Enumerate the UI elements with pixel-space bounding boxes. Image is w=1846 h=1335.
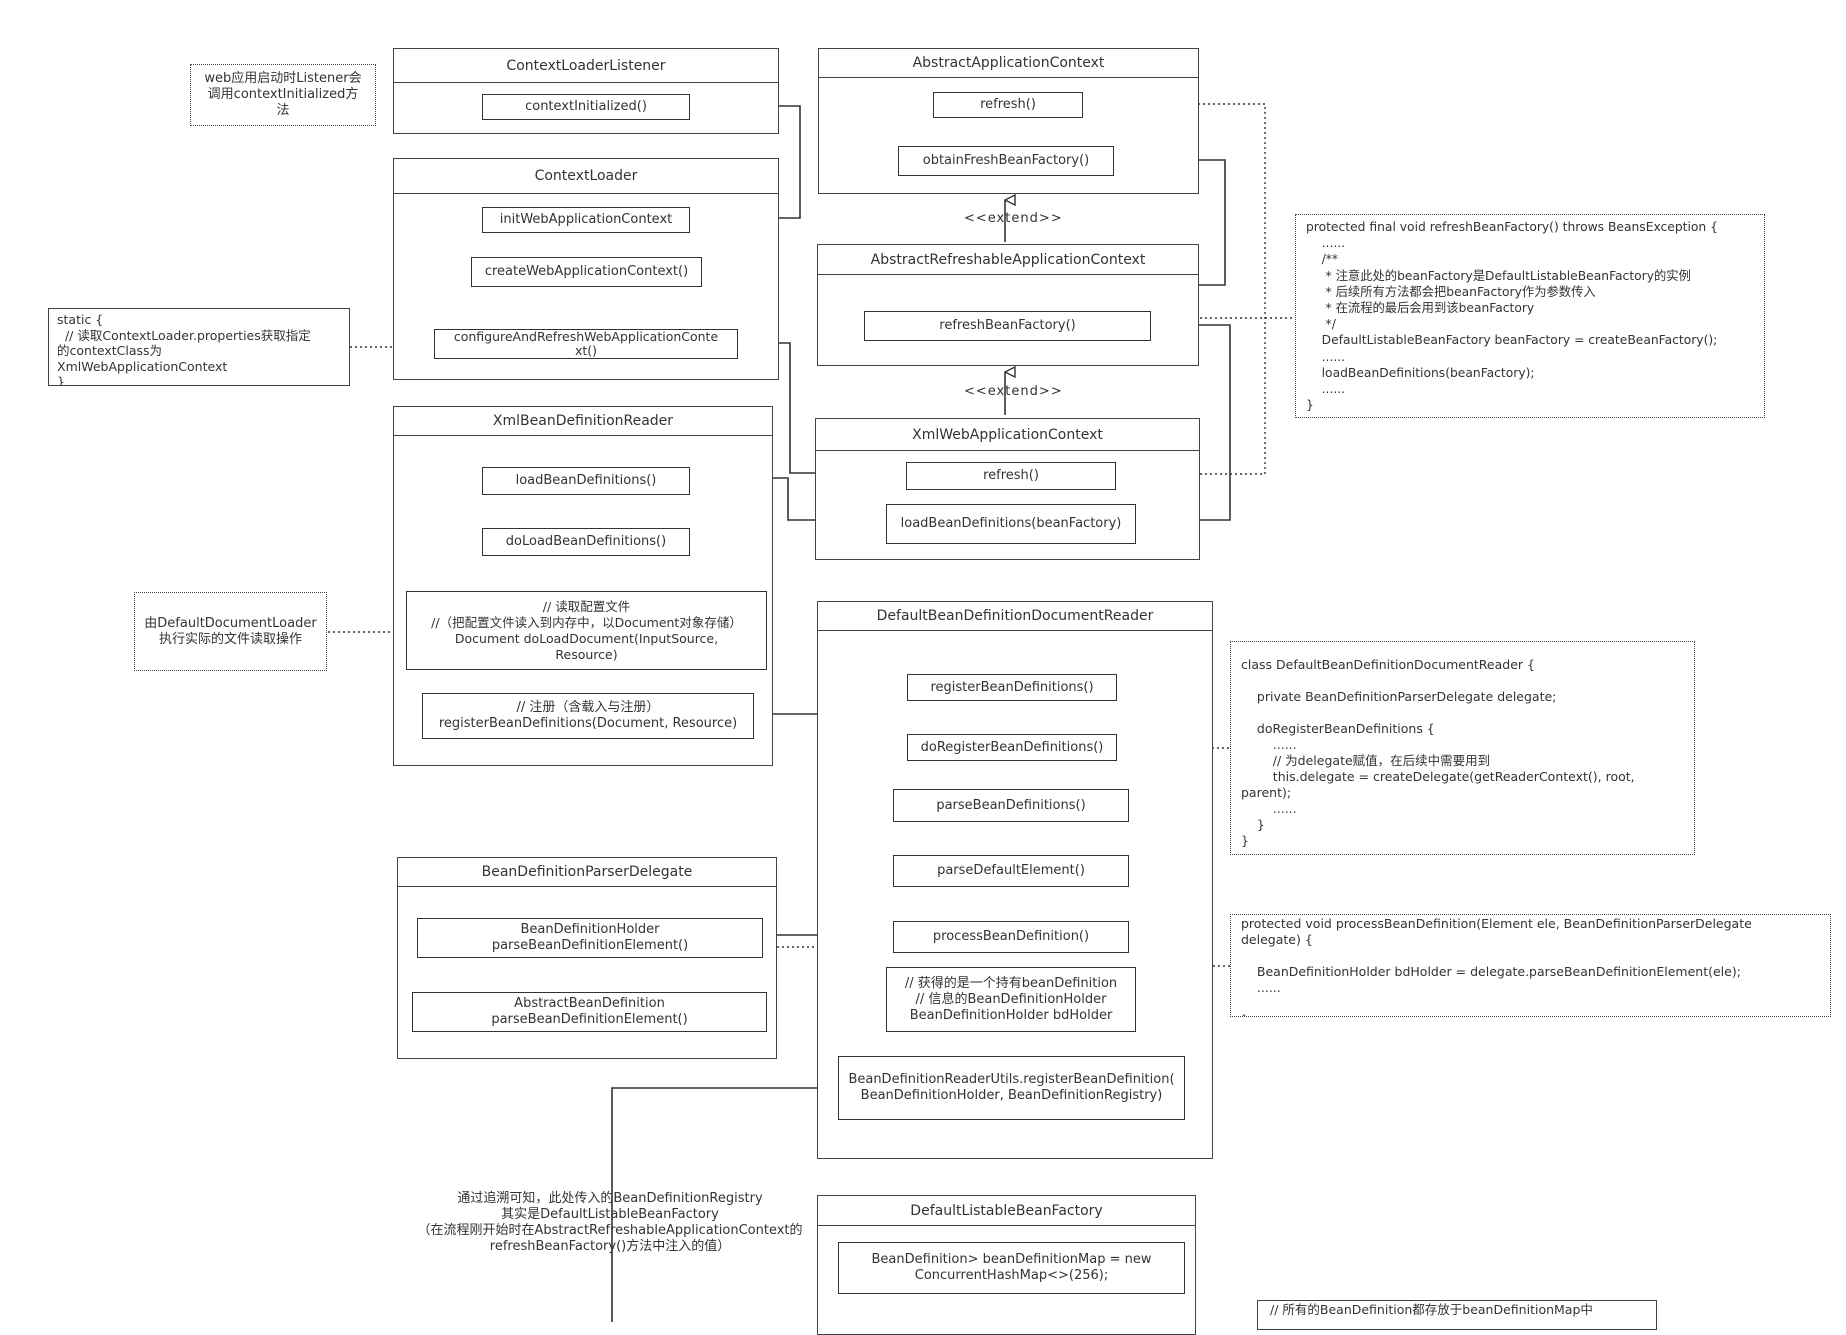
text-registry-explanation: 通过追溯可知，此处传入的BeanDefinitionRegistry 其实是De… bbox=[417, 1191, 803, 1254]
method-createwebapplicationcontext: createWebApplicationContext() bbox=[471, 257, 702, 287]
note-listener: web应用启动时Listener会 调用contextInitialized方 … bbox=[190, 64, 376, 126]
class-title: ContextLoader bbox=[394, 159, 778, 194]
method-registerbeandefinition-utils: BeanDefinitionReaderUtils.registerBeanDe… bbox=[838, 1056, 1185, 1120]
method-holder-parseelement: BeanDefinitionHolder parseBeanDefinition… bbox=[417, 918, 763, 958]
field-beandefinitionmap: BeanDefinition> beanDefinitionMap = new … bbox=[838, 1242, 1185, 1294]
method-refresh: refresh() bbox=[933, 92, 1083, 118]
note-documentreader-code: class DefaultBeanDefinitionDocumentReade… bbox=[1230, 641, 1695, 855]
method-doloadbeandefinitions: doLoadBeanDefinitions() bbox=[482, 528, 690, 556]
class-title: DefaultListableBeanFactory bbox=[818, 1196, 1195, 1226]
extend-label: <<extend>> bbox=[964, 384, 1063, 399]
class-title: XmlBeanDefinitionReader bbox=[394, 407, 772, 436]
method-parsedefaultelement: parseDefaultElement() bbox=[893, 855, 1129, 887]
class-title: DefaultBeanDefinitionDocumentReader bbox=[818, 602, 1212, 631]
method-initwebapplicationcontext: initWebApplicationContext bbox=[482, 207, 690, 233]
line-utils-to-registry bbox=[611, 1087, 838, 1322]
class-title: XmlWebApplicationContext bbox=[816, 419, 1199, 451]
method-parsebeandefinitions: parseBeanDefinitions() bbox=[893, 789, 1129, 822]
method-doloaddocument: // 读取配置文件 //（把配置文件读入到内存中，以Document对象存储） … bbox=[406, 591, 767, 670]
note-bean-definition-map: // 所有的BeanDefinition都存放于beanDefinitionMa… bbox=[1257, 1300, 1657, 1330]
method-bdholder: // 获得的是一个持有beanDefinition // 信息的BeanDefi… bbox=[886, 967, 1136, 1032]
method-processbeandefinition: processBeanDefinition() bbox=[893, 921, 1129, 953]
method-registerbeandefinitions-doc: // 注册（含载入与注册） registerBeanDefinitions(Do… bbox=[422, 693, 754, 739]
method-loadbeandefinitions-factory: loadBeanDefinitions(beanFactory) bbox=[886, 504, 1136, 544]
class-abstract-refreshable-application-context: AbstractRefreshableApplicationContext bbox=[817, 244, 1199, 366]
extend-label: <<extend>> bbox=[964, 211, 1063, 226]
method-obtainfreshbeanfactory: obtainFreshBeanFactory() bbox=[898, 146, 1114, 176]
method-contextinitialized: contextInitialized() bbox=[482, 94, 690, 120]
method-refresh-xml: refresh() bbox=[906, 462, 1116, 490]
method-refreshbeanfactory: refreshBeanFactory() bbox=[864, 311, 1151, 341]
note-static-block: static { // 读取ContextLoader.properties获取… bbox=[48, 308, 350, 386]
method-abstract-parseelement: AbstractBeanDefinition parseBeanDefiniti… bbox=[412, 992, 767, 1032]
method-loadbeandefinitions: loadBeanDefinitions() bbox=[482, 467, 690, 495]
note-refreshbeanfactory-code: protected final void refreshBeanFactory(… bbox=[1295, 214, 1765, 418]
class-abstract-application-context: AbstractApplicationContext bbox=[818, 48, 1199, 194]
method-configureandrefresh: configureAndRefreshWebApplicationConte x… bbox=[434, 329, 738, 359]
class-context-loader-listener: ContextLoaderListener bbox=[393, 48, 779, 134]
class-title: ContextLoaderListener bbox=[394, 49, 778, 83]
class-title: AbstractRefreshableApplicationContext bbox=[818, 245, 1198, 275]
class-title: BeanDefinitionParserDelegate bbox=[398, 858, 776, 887]
method-registerbeandefinitions: registerBeanDefinitions() bbox=[907, 674, 1117, 701]
note-processbeandefinition-code: protected void processBeanDefinition(Ele… bbox=[1230, 914, 1831, 1017]
method-doregisterbeandefinitions: doRegisterBeanDefinitions() bbox=[907, 734, 1117, 761]
note-document-loader: 由DefaultDocumentLoader 执行实际的文件读取操作 bbox=[134, 592, 327, 671]
class-title: AbstractApplicationContext bbox=[819, 49, 1198, 78]
